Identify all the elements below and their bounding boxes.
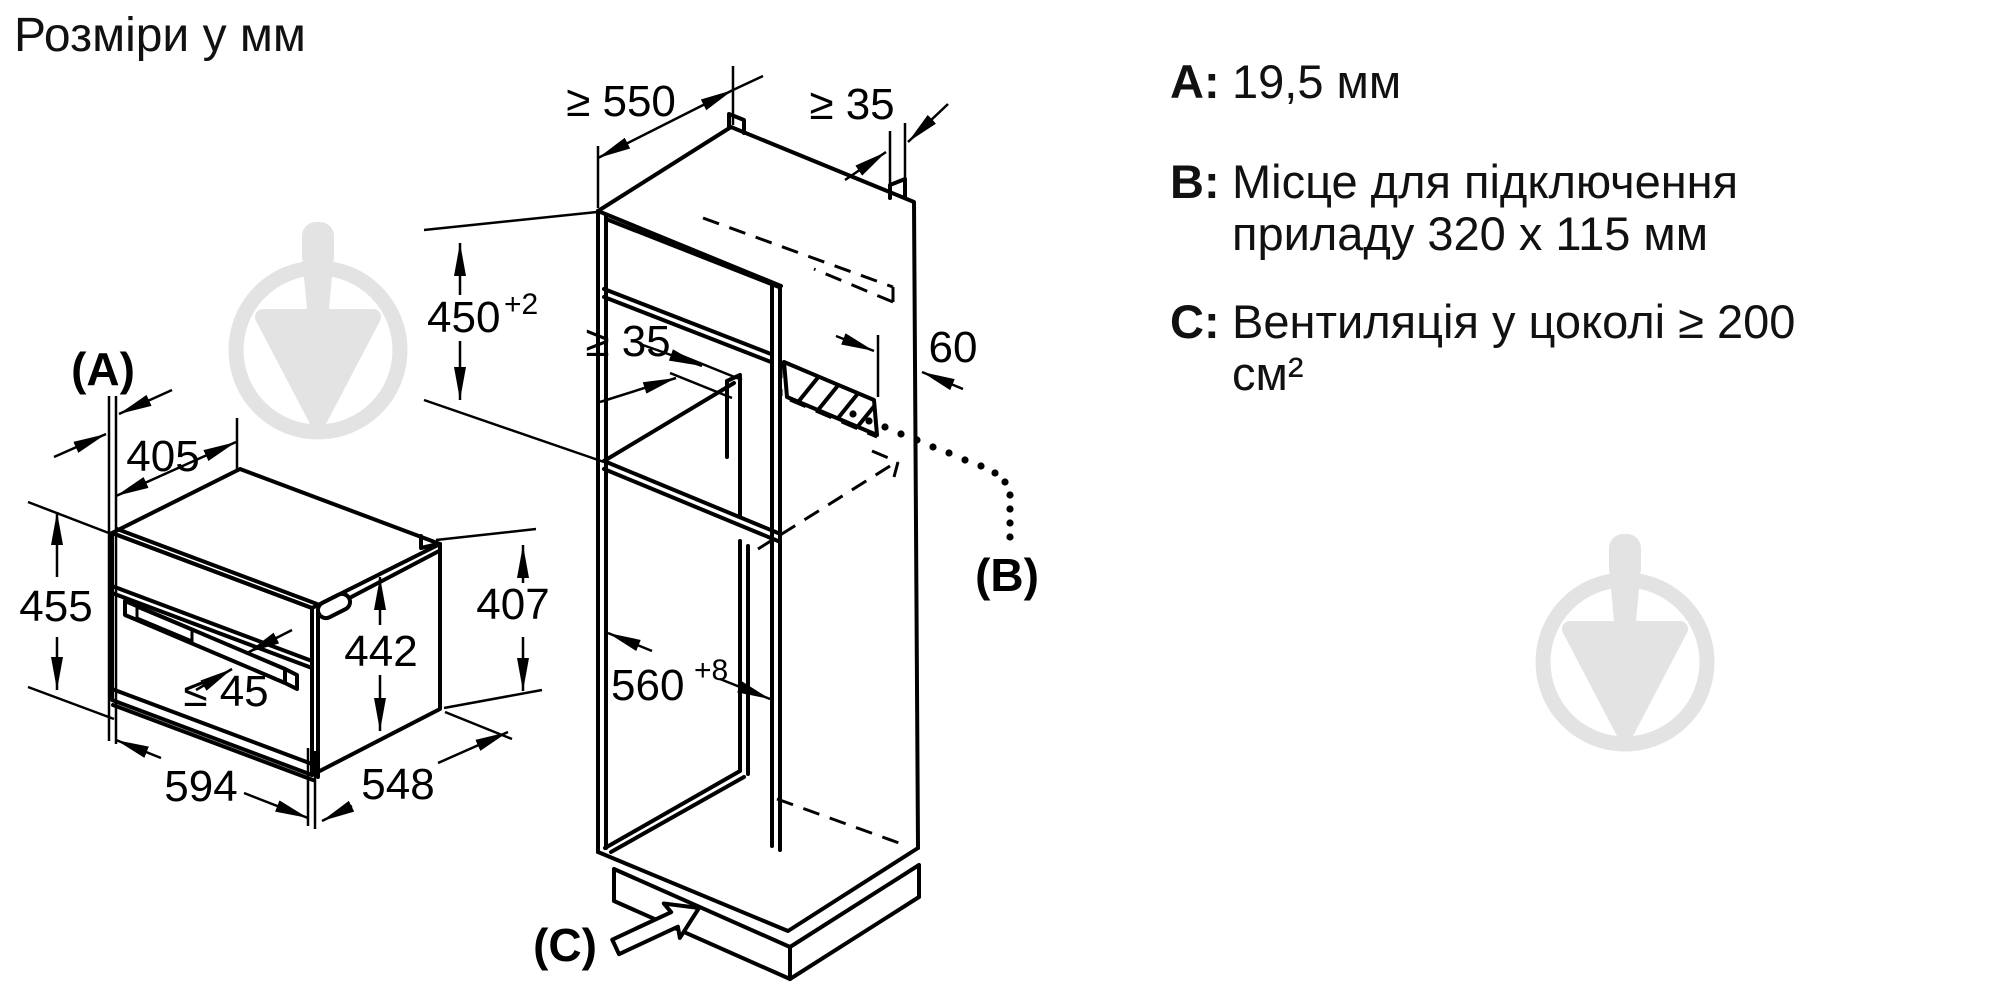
watermark-logo-right <box>1535 534 1715 752</box>
legend-label-b: B: <box>1170 155 1220 208</box>
dim-oven-side-height: 407 <box>476 580 549 629</box>
oven-drawing: (A) 405 455 442 407 ≤ 45 <box>19 343 550 829</box>
watermark-logo-left <box>228 222 408 440</box>
dim-oven-width: 594 <box>164 762 237 811</box>
legend-text-b-line2: приладу 320 x 115 мм <box>1232 207 1709 260</box>
dim-cabinet-niche-height: 450 <box>427 293 500 342</box>
dim-oven-handle-depth: ≤ 45 <box>183 667 268 716</box>
legend-text-b-line1: Місце для підключення <box>1232 155 1739 208</box>
door-handle <box>123 599 299 691</box>
dim-cabinet-niche-width-tol: +8 <box>694 654 728 687</box>
cabinet-connection-label-b: (B) <box>975 549 1039 601</box>
dim-oven-top-depth: 405 <box>126 432 199 481</box>
legend-label-c: C: <box>1170 295 1220 348</box>
dim-cabinet-connection-distance: 60 <box>929 323 978 372</box>
dim-oven-height: 455 <box>19 582 92 631</box>
page-title: Розміри у мм <box>14 9 306 62</box>
dim-cabinet-shelf-rear-gap: ≥ 35 <box>585 317 670 366</box>
oven-corner-label-a: (A) <box>71 343 135 395</box>
legend-item-a: A: 19,5 мм <box>1170 56 1401 108</box>
dim-cabinet-niche-height-tol: +2 <box>504 288 538 321</box>
dim-cabinet-niche-width: 560 <box>611 661 684 710</box>
cabinet-vent-label-c: (C) <box>533 919 597 971</box>
connection-area-hatch <box>782 360 879 437</box>
legend-text-c: Вентиляція у цоколі ≥ 200 см² <box>1232 295 1796 400</box>
legend-text-a: 19,5 мм <box>1232 55 1402 108</box>
legend-item-b: B: Місце для підключення приладу 320 x 1… <box>1170 156 1738 260</box>
connection-leader-dots <box>849 410 1014 541</box>
vent-airflow-arrow <box>610 901 701 957</box>
dim-oven-front-inner-height: 442 <box>344 627 417 676</box>
legend-label-a: A: <box>1170 55 1220 108</box>
dim-cabinet-top-rear-gap: ≥ 35 <box>809 80 894 129</box>
legend-item-c: C: Вентиляція у цоколі ≥ 200 см² <box>1170 296 1830 400</box>
dim-cabinet-depth-min: ≥ 550 <box>566 77 676 126</box>
cabinet-drawing: ≥ 550 ≥ 35 450 +2 ≥ 35 60 560 <box>423 66 1039 981</box>
side-handle-hole <box>315 591 353 621</box>
dim-oven-depth: 548 <box>361 760 434 809</box>
